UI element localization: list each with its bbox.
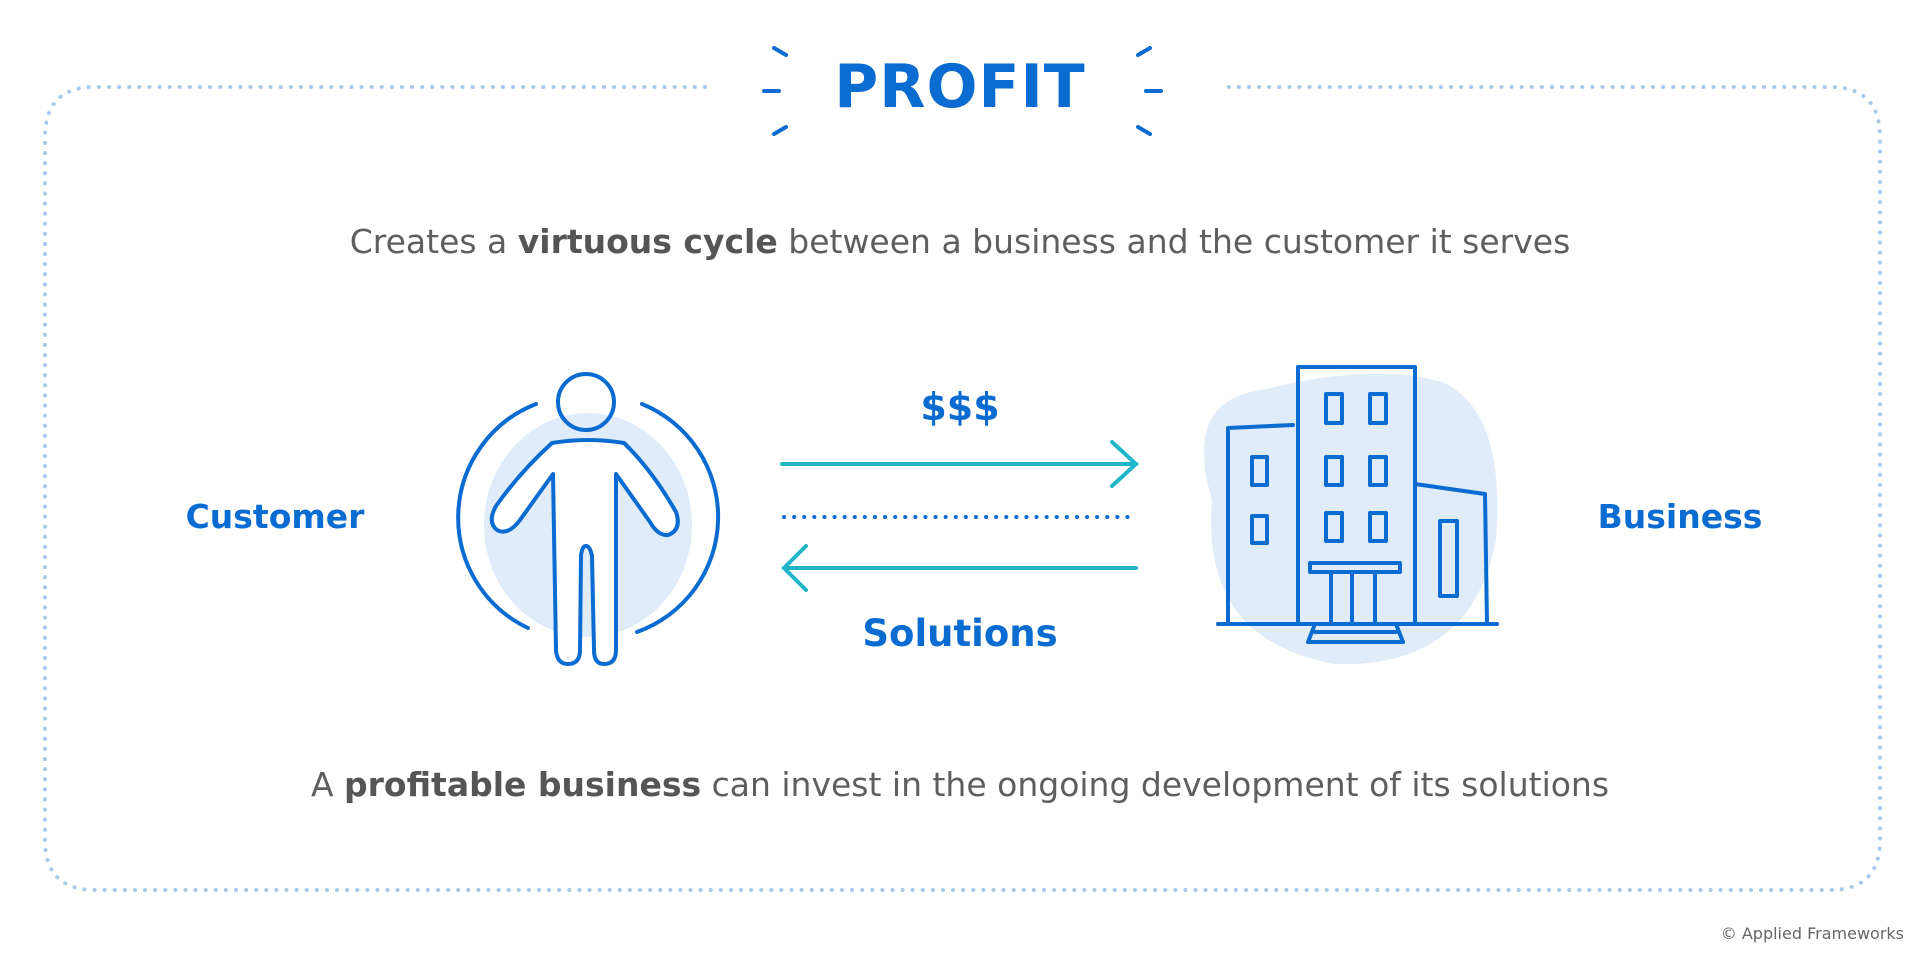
solutions-arrow	[781, 544, 1138, 592]
business-label: Business	[1597, 497, 1763, 536]
money-label: $$$	[920, 385, 1000, 429]
building-icon	[1203, 365, 1499, 665]
copyright-text: © Applied Frameworks	[1720, 924, 1904, 943]
person-icon	[456, 372, 721, 666]
title-sparkles	[762, 46, 1163, 136]
solutions-label: Solutions	[862, 612, 1058, 655]
intro-pre: Creates a	[349, 222, 518, 261]
customer-label: Customer	[185, 497, 365, 536]
intro-text: Creates a virtuous cycle between a busin…	[60, 222, 1860, 261]
dotted-frame	[43, 85, 1882, 892]
conclusion-pre: A	[310, 765, 345, 804]
conclusion-text: A profitable business can invest in the …	[60, 765, 1860, 804]
money-arrow	[780, 440, 1139, 488]
page-title: PROFIT	[834, 52, 1086, 122]
conclusion-emphasis: profitable business	[344, 765, 702, 804]
intro-emphasis: virtuous cycle	[517, 222, 778, 261]
intro-post: between a business and the customer it s…	[777, 222, 1571, 261]
conclusion-post: can invest in the ongoing development of…	[701, 765, 1610, 804]
